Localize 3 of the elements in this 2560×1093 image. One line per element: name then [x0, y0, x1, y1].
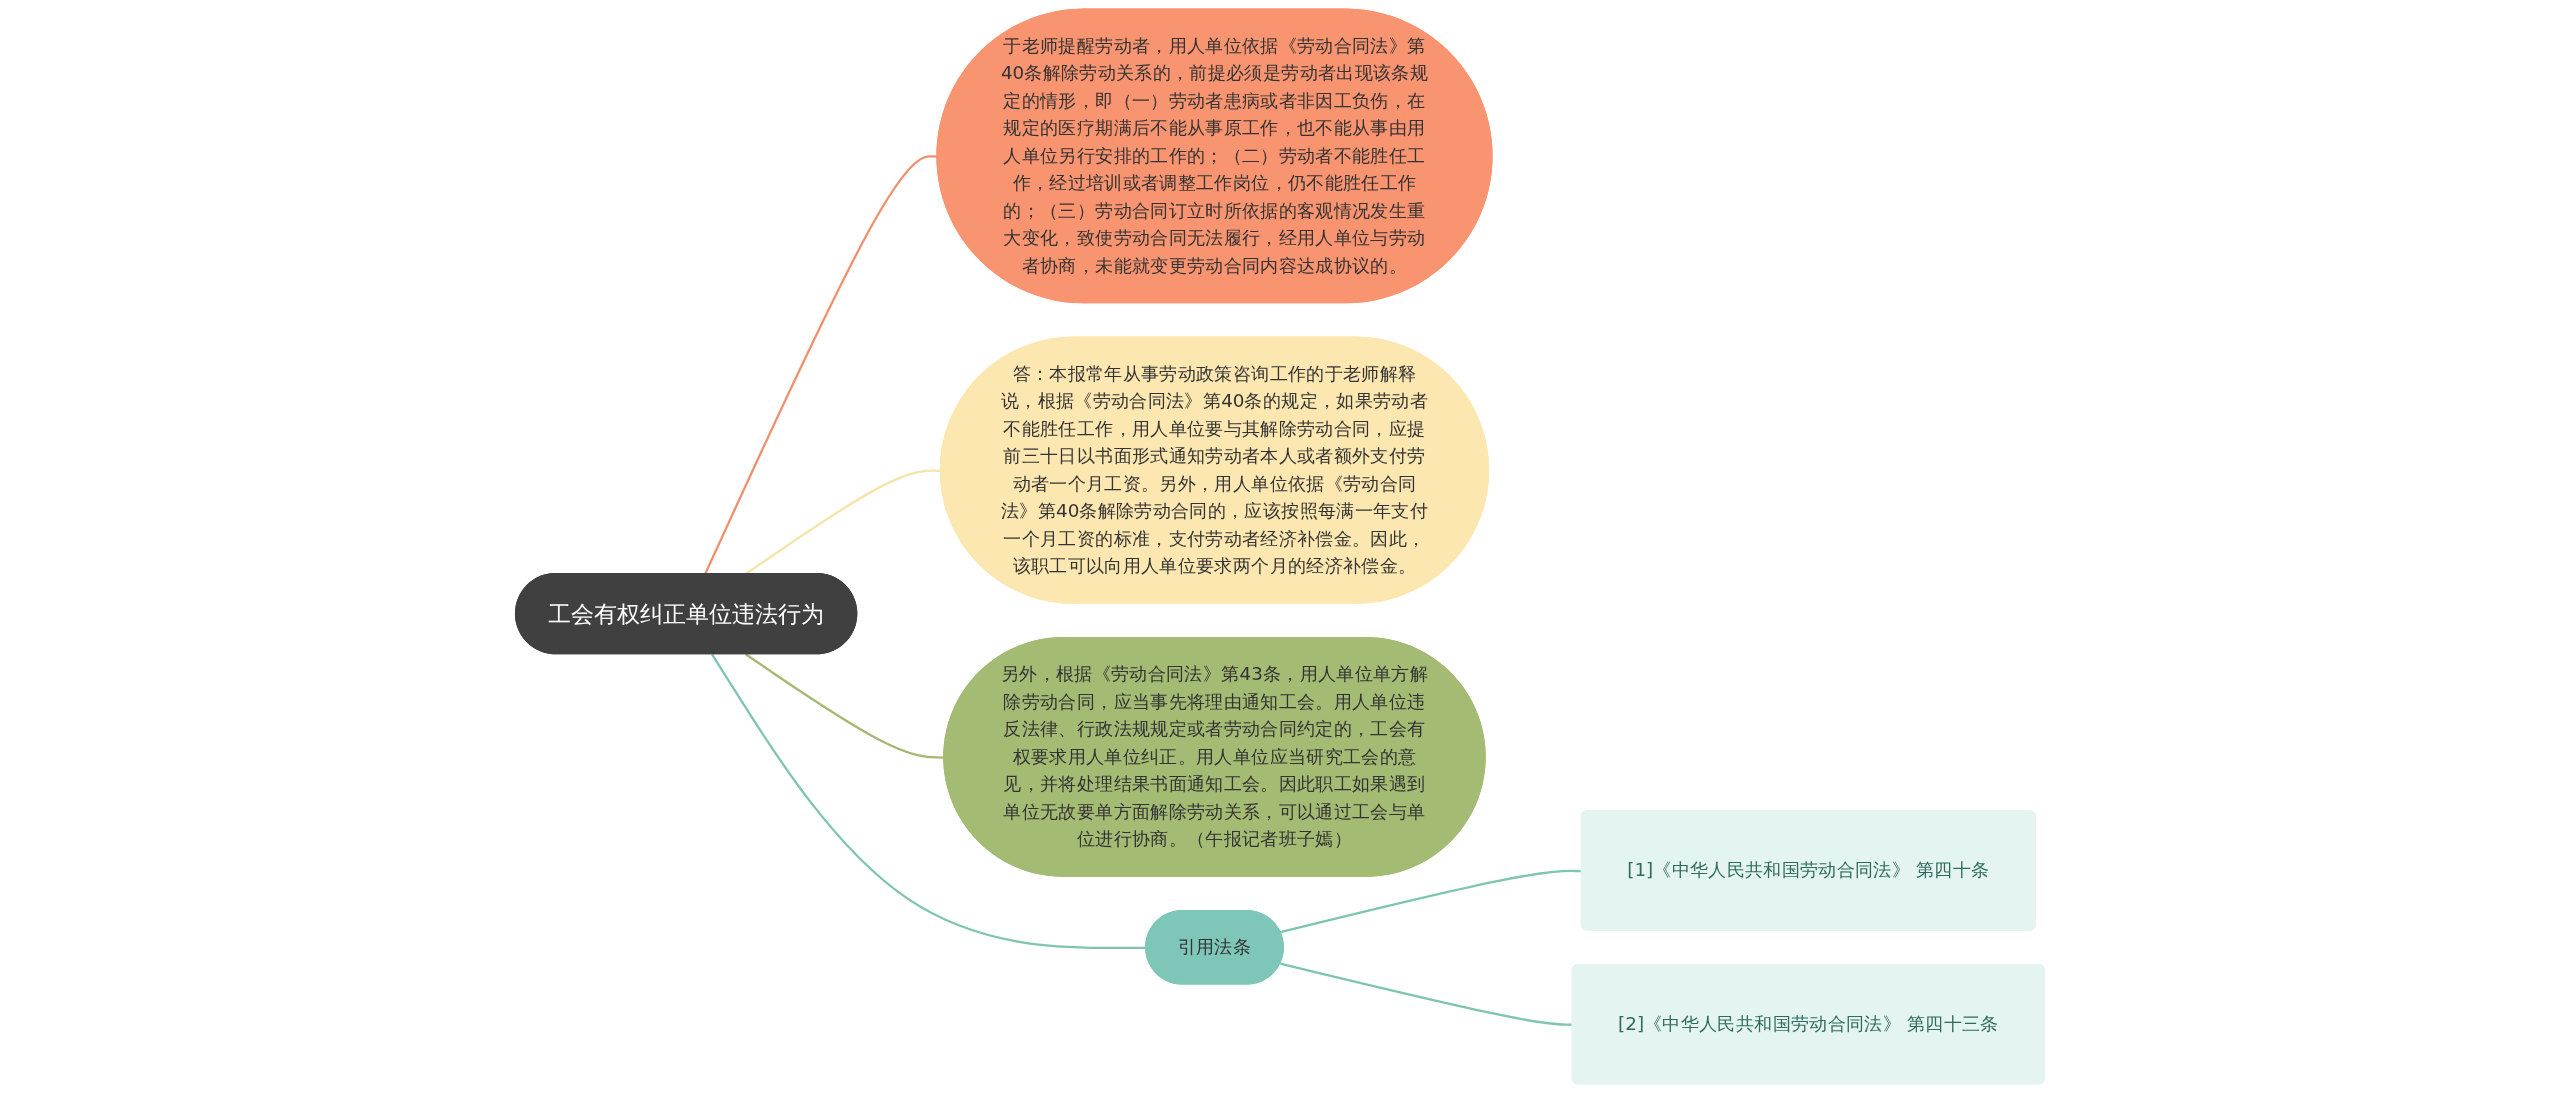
connector: [1280, 962, 1573, 1026]
connector: [745, 469, 941, 575]
connector: [1280, 869, 1582, 934]
